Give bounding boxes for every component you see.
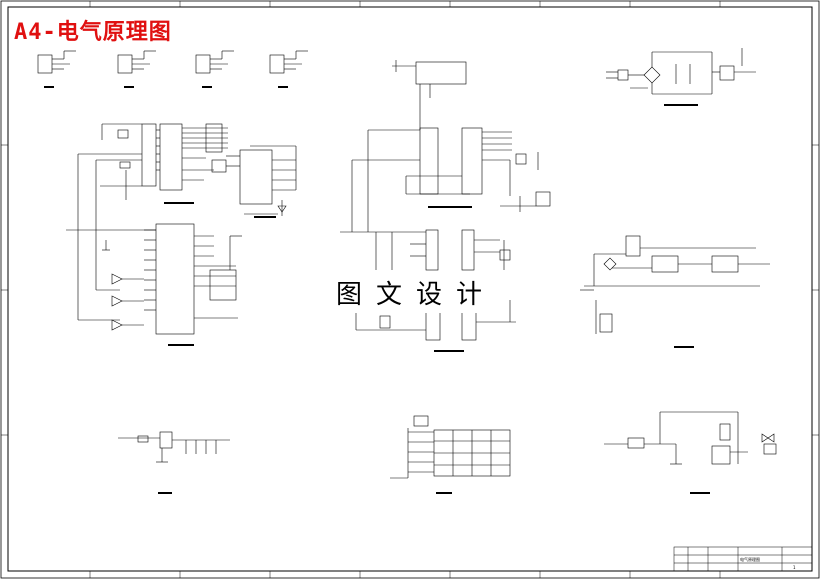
connector-group-2: [117, 50, 156, 74]
mcu-block-center-top: [351, 60, 551, 232]
driver-block-left: [118, 431, 230, 463]
connector-group-3: [195, 50, 234, 74]
watermark: 图文设计: [326, 272, 507, 313]
connector-group-4: [269, 50, 308, 74]
title-block-drawing-name: 电气原理图: [740, 557, 760, 562]
title-block: [673, 546, 813, 572]
mcu-block-upper-left: [77, 123, 297, 320]
connector-group-1: [37, 50, 76, 74]
amplifier-chain: [580, 235, 770, 334]
title-block-sheet-number: 1: [793, 565, 796, 570]
inner-frame: [7, 6, 813, 572]
valve-control-block: [604, 411, 777, 465]
section-captions: [44, 86, 710, 494]
overlay-title: A4-电气原理图: [14, 20, 172, 45]
power-supply-block: [606, 48, 756, 95]
mcu-block-center-bottom: [340, 229, 516, 341]
mcu-block-lower-left: [66, 223, 242, 335]
keypad-matrix: [390, 415, 511, 479]
